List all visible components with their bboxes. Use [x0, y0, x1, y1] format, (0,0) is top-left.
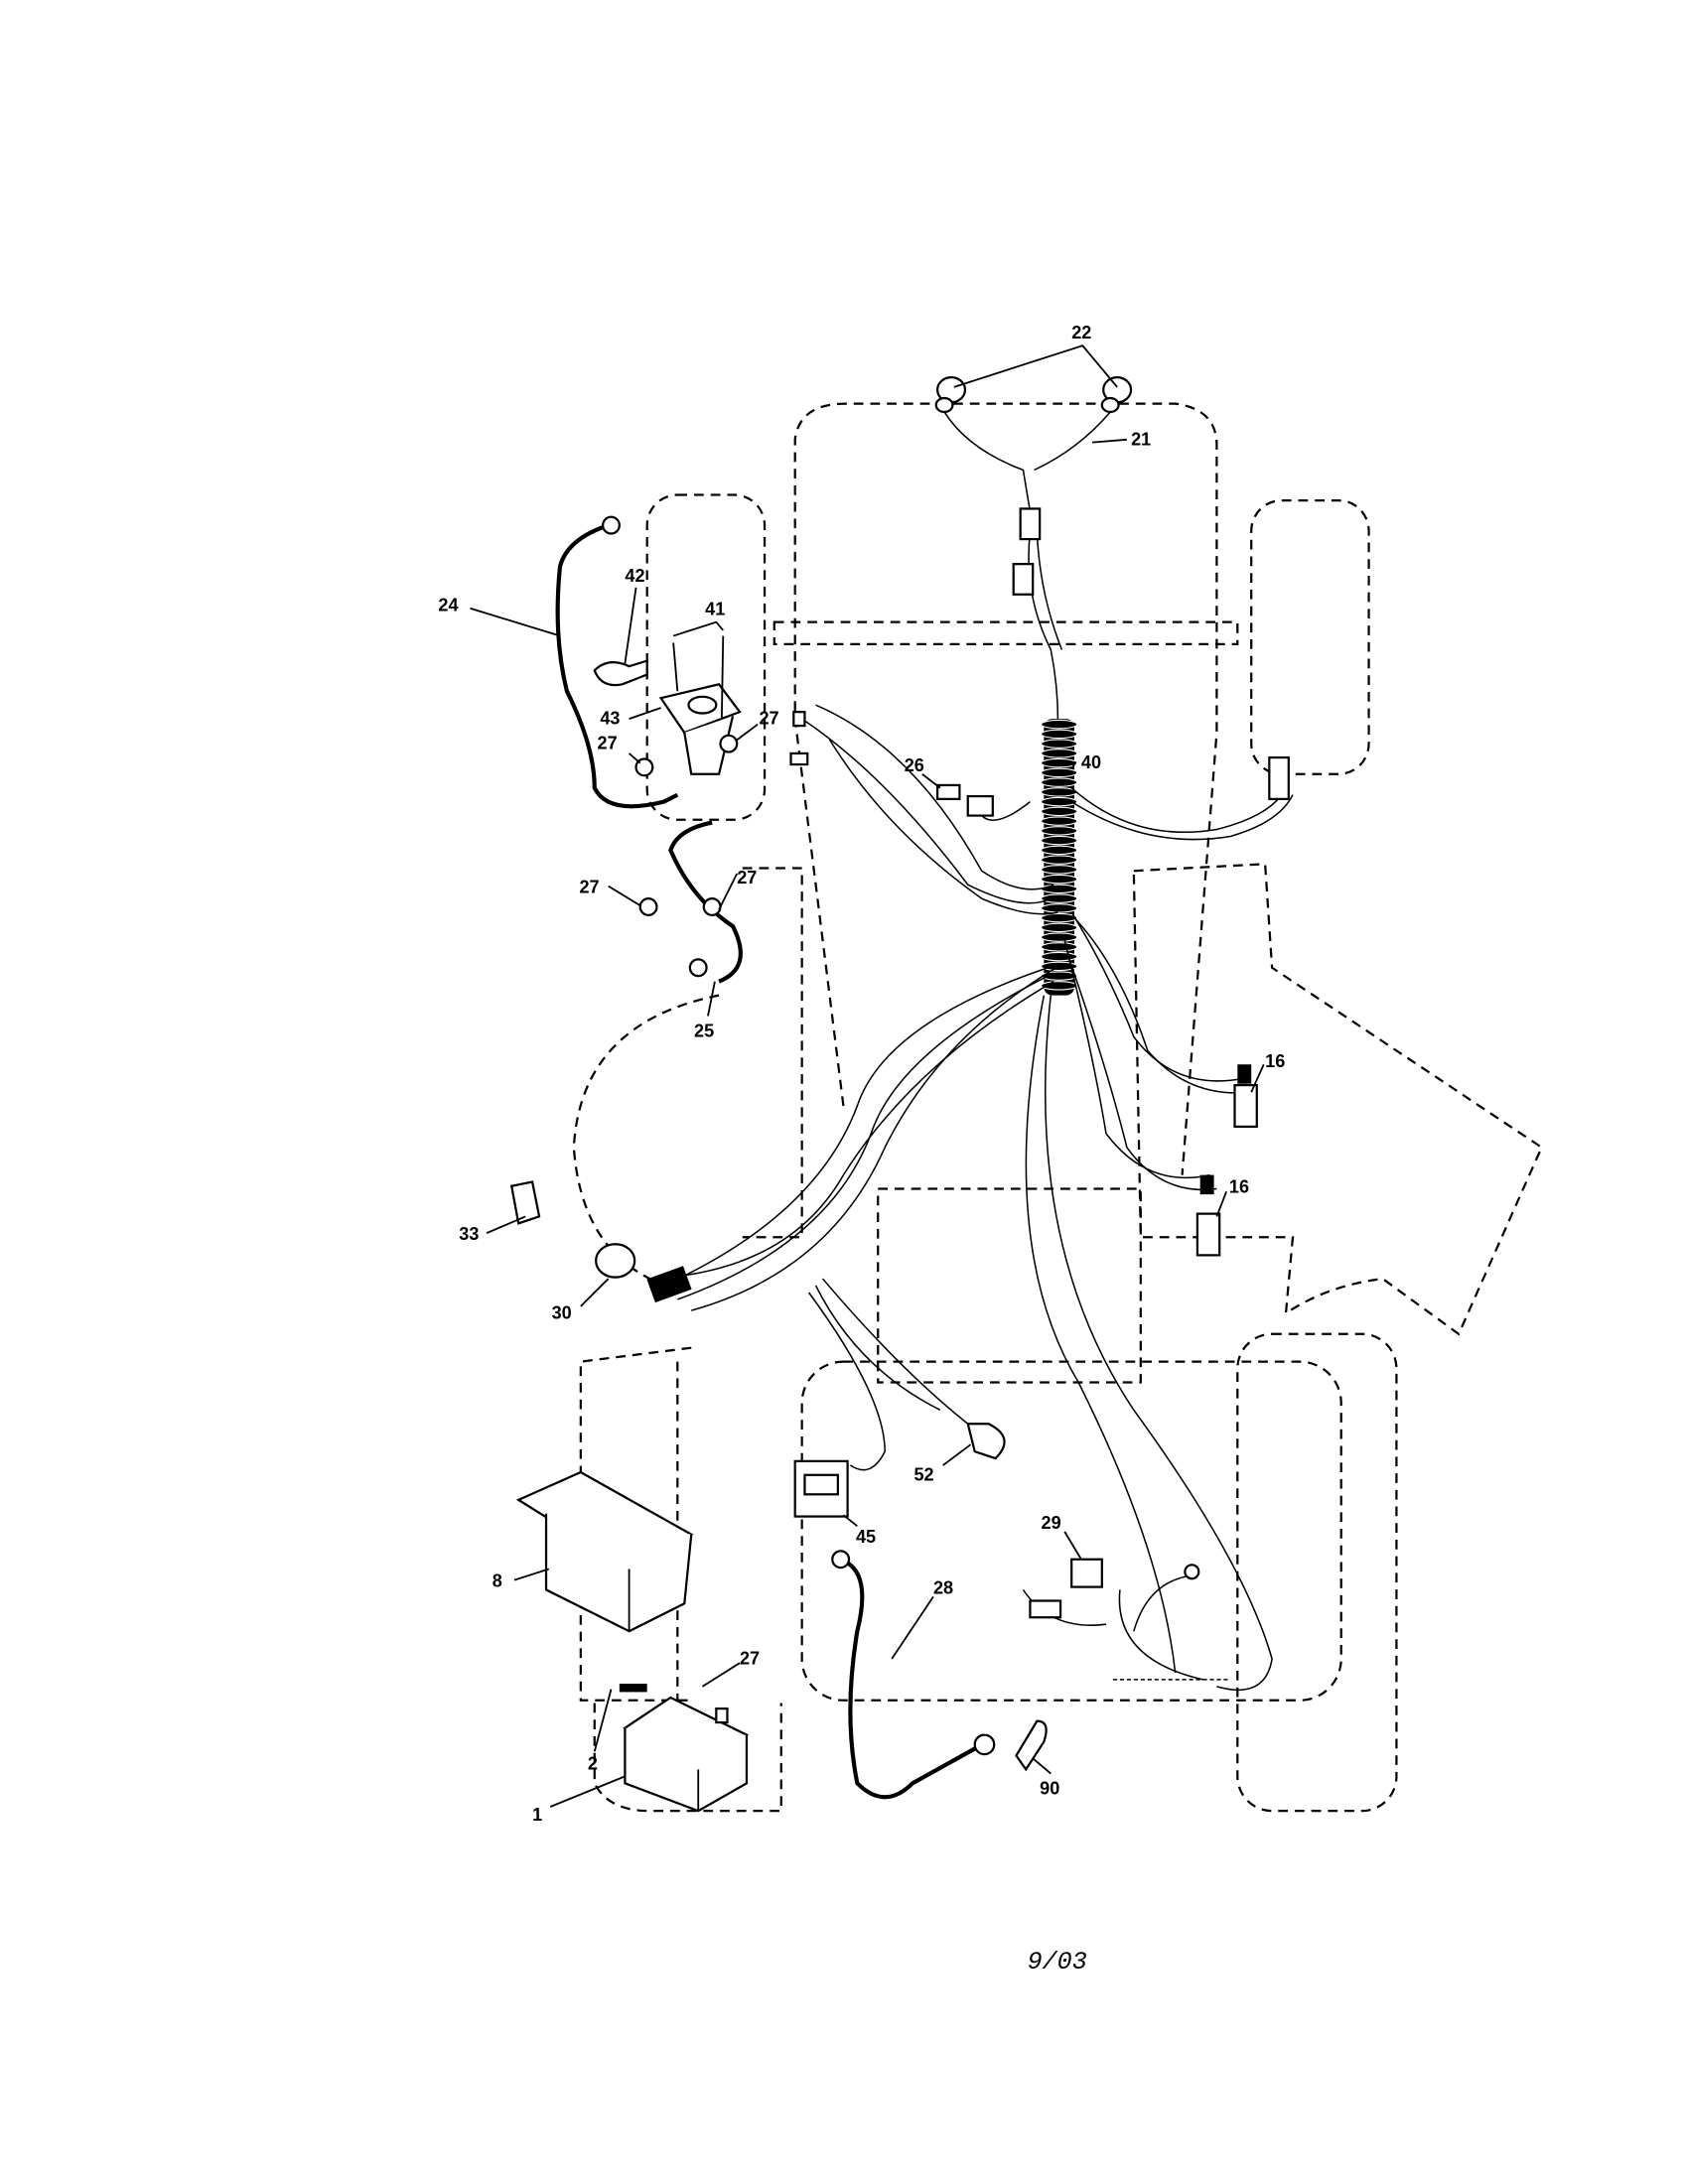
conduit-coil [1040, 971, 1078, 981]
callout-45: 45 [856, 1527, 876, 1547]
connector [1268, 755, 1290, 800]
callout-1: 1 [532, 1805, 542, 1825]
callout-52: 52 [913, 1464, 933, 1484]
conduit-coil [1040, 893, 1078, 903]
conduit-coil [1040, 884, 1078, 894]
connector [1029, 1599, 1062, 1619]
callout-26: 26 [905, 755, 924, 775]
solenoid [593, 635, 742, 916]
callout-2: 2 [588, 1753, 598, 1773]
conduit-coil [1040, 757, 1078, 768]
connector [789, 751, 809, 766]
boot-90 [1015, 1719, 1048, 1772]
callout-22: 22 [1071, 323, 1091, 342]
harness-conduit-coils [1040, 719, 1078, 996]
callout-30: 30 [552, 1302, 572, 1322]
callout-33: 33 [459, 1224, 479, 1244]
callout-27: 27 [737, 868, 757, 887]
callout-29: 29 [1042, 1513, 1061, 1533]
date-code: 9/03 [1028, 1948, 1087, 1977]
wire-harness [649, 532, 1294, 1691]
callout-42: 42 [625, 566, 644, 586]
headlights [934, 376, 1133, 596]
callout-25: 25 [694, 1021, 714, 1040]
conduit-coil [1040, 826, 1078, 836]
switch-16 [1195, 1212, 1221, 1257]
leader-lines [470, 344, 1265, 1808]
conduit-coil [1040, 942, 1078, 952]
conduit-coil [1040, 961, 1078, 972]
conduit-coil [1040, 903, 1078, 913]
battery-box-8 [515, 1470, 694, 1633]
callout-43: 43 [600, 709, 620, 729]
conduit-coil [1040, 749, 1078, 758]
conduit-coil [1040, 729, 1078, 740]
conduit-coil [1040, 912, 1078, 923]
ignition-switch-30 [595, 1243, 692, 1303]
relay [966, 794, 994, 817]
conduit-coil [1040, 835, 1078, 846]
conduit-coil [1040, 951, 1078, 962]
callout-90: 90 [1040, 1778, 1059, 1798]
conduit-coil [1040, 719, 1078, 730]
conduit-coil [1040, 874, 1078, 885]
battery-1 [619, 1684, 750, 1813]
callout-27: 27 [598, 734, 618, 753]
callout-41: 41 [705, 600, 725, 619]
conduit-coil [1040, 922, 1078, 933]
callout-24: 24 [438, 595, 458, 614]
fuse-26 [936, 783, 961, 800]
cable-25 [668, 820, 743, 984]
conduit-coil [1040, 932, 1078, 942]
callout-8: 8 [492, 1571, 502, 1591]
tractor-outline [572, 402, 1544, 1813]
callout-16: 16 [1265, 1051, 1285, 1071]
callout-28: 28 [933, 1578, 953, 1598]
cable-28 [845, 1560, 976, 1800]
conduit-coil [1040, 865, 1078, 875]
conduit-coil [1040, 816, 1078, 826]
key-33 [509, 1180, 541, 1225]
switch-16 [1233, 1083, 1258, 1129]
callout-40: 40 [1081, 752, 1101, 772]
callout-21: 21 [1131, 429, 1151, 449]
light-52 [966, 1423, 1006, 1460]
conduit-coil [1040, 767, 1078, 778]
conduit-coil [1040, 777, 1078, 787]
conduit-coil [1040, 796, 1078, 807]
battery-cable-24 [555, 523, 679, 809]
conduit-coil [1040, 787, 1078, 797]
callout-16: 16 [1229, 1177, 1249, 1197]
conduit-coil [1040, 739, 1078, 749]
callout-27: 27 [759, 709, 778, 729]
conduit-coil [1040, 806, 1078, 817]
conduit-coil [1040, 845, 1078, 856]
callout-27: 27 [579, 878, 599, 897]
callout-27: 27 [740, 1649, 760, 1669]
conduit-coil [1040, 855, 1078, 865]
connector [792, 711, 806, 728]
switch-29 [1070, 1558, 1103, 1588]
